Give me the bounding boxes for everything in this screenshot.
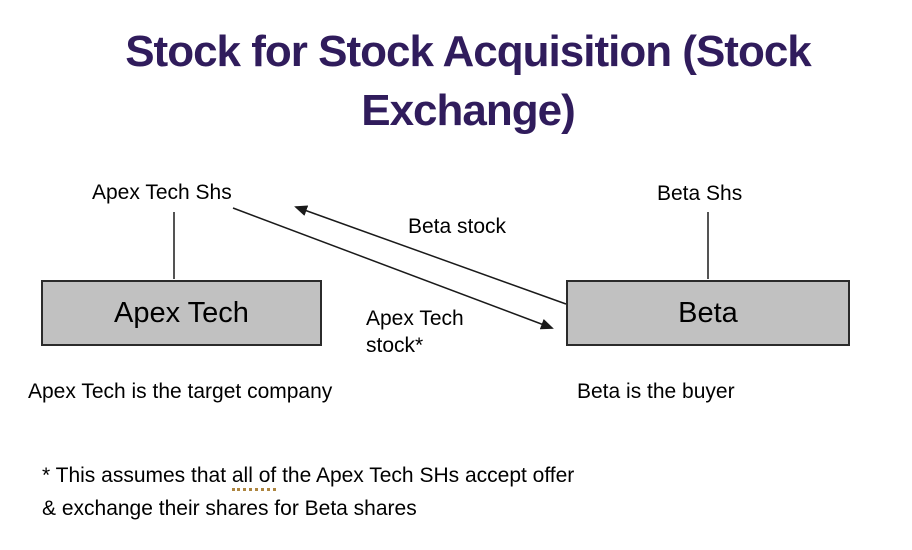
footnote-line1-prefix: * This assumes that xyxy=(42,464,232,487)
footnote-line1-suffix: the Apex Tech SHs accept offer xyxy=(276,464,575,487)
apex-target-caption: Apex Tech is the target company xyxy=(28,380,333,403)
footnote-grammar-underlined-text: all of xyxy=(231,464,277,491)
beta-box-label: Beta xyxy=(678,296,738,329)
beta-shareholders-label: Beta Shs xyxy=(657,182,743,205)
apex-shareholders-label: Apex Tech Shs xyxy=(92,181,232,204)
apex-stock-flow-label: Apex Tech stock* xyxy=(366,307,464,357)
apex-tech-box: Apex Tech xyxy=(41,280,322,346)
apex-tech-box-label: Apex Tech xyxy=(114,296,249,329)
footnote-line-1: * This assumes that all of the Apex Tech… xyxy=(42,459,574,492)
slide-title: Stock for Stock Acquisition (Stock Excha… xyxy=(125,27,812,135)
beta-buyer-caption: Beta is the buyer xyxy=(577,380,735,403)
footnote: * This assumes that all of the Apex Tech… xyxy=(42,459,574,525)
beta-box: Beta xyxy=(566,280,850,346)
beta-stock-flow-label: Beta stock xyxy=(408,215,507,238)
footnote-line-2: & exchange their shares for Beta shares xyxy=(42,497,417,520)
